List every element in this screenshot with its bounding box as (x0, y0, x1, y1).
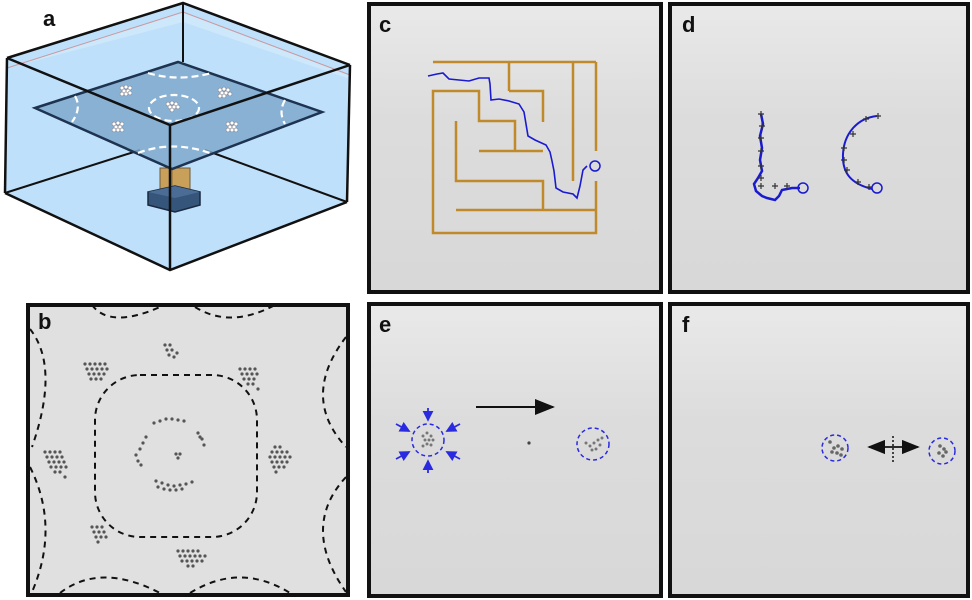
maze-diagram (427, 60, 601, 235)
panel-label-d: d (682, 12, 696, 37)
panel-a: a (0, 0, 360, 290)
panel-label-a: a (43, 6, 56, 31)
start-region-circle (411, 423, 445, 457)
panel-label-e: e (379, 312, 392, 337)
panel-d: d (668, 2, 970, 294)
panel-label-b: b (38, 309, 52, 334)
tank-schematic (3, 1, 352, 272)
particle-pattern-photo (30, 307, 346, 593)
panel-f: f (668, 302, 970, 598)
end-region-circle (576, 427, 610, 461)
trajectory-diagram (752, 111, 883, 202)
c-endpoint-marker (871, 182, 883, 194)
end-cluster (584, 436, 604, 452)
particle-aggregates (43, 343, 292, 568)
separation-diagram (821, 434, 956, 465)
compression-arrows (395, 408, 461, 473)
particle-clusters (111, 84, 239, 133)
start-cluster (421, 431, 435, 448)
right-cluster-circle (928, 437, 956, 465)
left-cluster-circle (821, 434, 849, 462)
c-shaped-trajectory (841, 115, 878, 190)
panel-label-f: f (682, 312, 690, 337)
panel-label-c: c (379, 12, 392, 37)
panel-b: b (26, 303, 350, 597)
panel-e: e (367, 302, 663, 598)
panel-c: c (367, 2, 663, 294)
l-endpoint-marker (797, 182, 809, 194)
left-cluster (828, 440, 844, 457)
l-trajectory-markers (758, 111, 790, 189)
l-shaped-trajectory (752, 113, 800, 202)
transport-diagram (395, 399, 610, 473)
trajectory-path (427, 72, 588, 200)
right-cluster (937, 444, 948, 458)
endpoint-marker (589, 160, 601, 172)
c-trajectory-markers (841, 113, 881, 190)
maze-walls (431, 60, 598, 235)
